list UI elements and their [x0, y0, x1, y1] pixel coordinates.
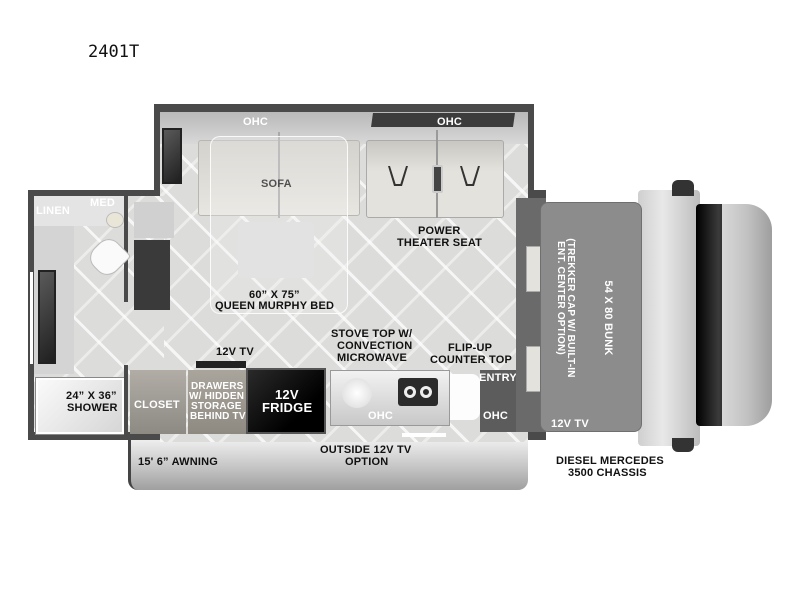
cab-over-bunk[interactable]	[540, 202, 642, 432]
bunk-label: 54 X 80 BUNK	[602, 280, 614, 356]
drawers-label-2: W/ HIDDEN	[189, 391, 245, 402]
outside-tv-label-2: OPTION	[345, 456, 389, 468]
pillow	[238, 222, 314, 278]
cab-body	[638, 190, 700, 446]
entry-door[interactable]	[480, 370, 520, 432]
hood	[722, 204, 772, 426]
galley-window	[402, 433, 446, 437]
flip-up-label-1: FLIP-UP	[448, 342, 493, 354]
awning-label: 15' 6” AWNING	[138, 456, 218, 468]
murphy-bed-size-label: 60” X 75”	[249, 289, 300, 301]
entry-label: ENTRY	[479, 372, 517, 384]
theater-seat-label-1: POWER	[418, 225, 461, 237]
burner-left-icon	[404, 386, 416, 398]
bath-partition	[124, 196, 128, 302]
cupholder-console	[432, 165, 443, 193]
shower[interactable]	[35, 377, 125, 435]
linen-label: LINEN	[36, 205, 70, 217]
closet-label: CLOSET	[134, 399, 180, 411]
ohc-top-left-label: OHC	[243, 116, 269, 128]
tv-icon	[162, 128, 182, 184]
awning	[128, 438, 528, 490]
shower-size-label: 24” X 36”	[66, 390, 117, 402]
closet[interactable]	[130, 370, 186, 434]
chassis-label-1: DIESEL MERCEDES	[556, 455, 664, 467]
cabinet-block	[134, 202, 174, 238]
bath-lower-partition	[124, 365, 128, 437]
side-tv-icon	[134, 240, 170, 310]
ohc-bottom-left-label: OHC	[368, 410, 394, 422]
flip-up-counter[interactable]	[450, 374, 480, 420]
stove-label-1: STOVE TOP W/	[331, 328, 413, 340]
sink-basin-icon	[342, 378, 372, 408]
ohc-bottom-right-label: OHC	[483, 410, 509, 422]
shower-label: SHOWER	[67, 402, 118, 414]
sofa-seam	[278, 132, 280, 218]
rear-tv-icon	[38, 270, 56, 364]
stove-label-3: MICROWAVE	[337, 352, 408, 364]
galley-tv-icon	[196, 361, 246, 368]
murphy-bed-label: QUEEN MURPHY BED	[215, 300, 335, 312]
rear-window	[30, 272, 33, 364]
chassis-label-2: 3500 CHASSIS	[568, 467, 647, 479]
fridge-label-1: 12V	[275, 387, 299, 402]
mirror-top	[672, 180, 694, 196]
drawers[interactable]	[188, 370, 246, 434]
outside-tv-label-1: OUTSIDE 12V TV	[320, 444, 412, 456]
drawers-label-1: DRAWERS	[191, 381, 244, 392]
sofa-label: SOFA	[261, 178, 292, 190]
med-label: MED	[90, 197, 116, 209]
fridge-label-2: FRIDGE	[262, 400, 313, 415]
theater-seat-label-2: THEATER SEAT	[397, 237, 483, 249]
model-title: 2401T	[88, 42, 140, 62]
flip-up-label-2: COUNTER TOP	[430, 354, 513, 366]
ohc-top-right-label: OHC	[437, 116, 463, 128]
burner-right-icon	[420, 386, 432, 398]
cab-tv-label: 12V TV	[551, 418, 589, 430]
mirror-bottom	[672, 438, 694, 452]
bunk-option-label-2: ENT. CENTER OPTION)	[555, 241, 566, 355]
stove-label-2: CONVECTION	[337, 340, 413, 352]
drawers-label-3: STORAGE	[191, 401, 242, 412]
sink-icon	[106, 212, 124, 228]
galley-tv-label: 12V TV	[216, 346, 254, 358]
fridge[interactable]	[246, 368, 326, 434]
drawers-label-4: BEHIND TV	[190, 411, 246, 422]
